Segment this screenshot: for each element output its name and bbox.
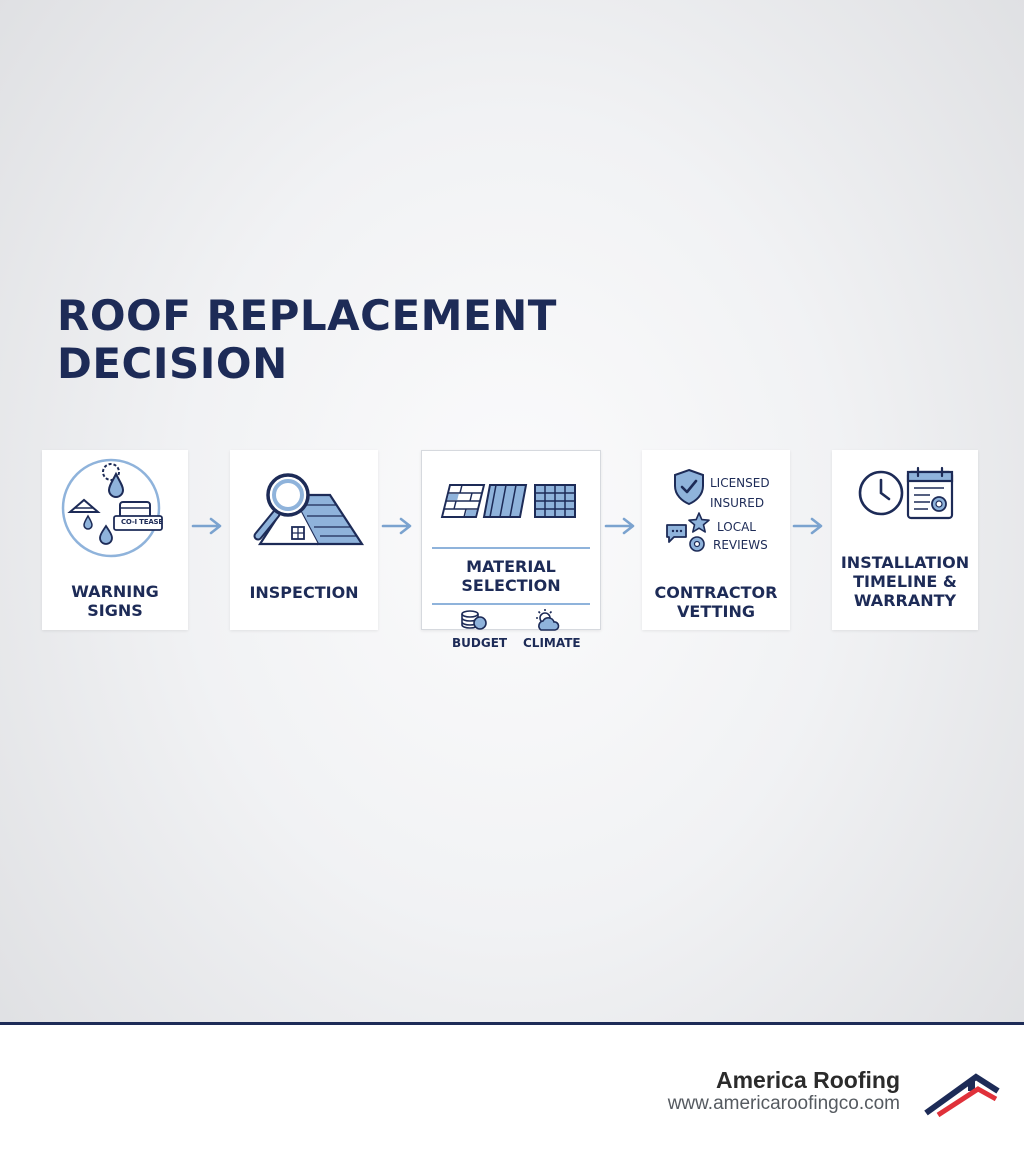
step-card-inspection: INSPECTION [230,450,378,630]
sub-label-budget: BUDGET [452,636,508,650]
sub-label-climate: CLIMATE [523,636,581,650]
step-card-material-selection: MATERIAL SELECTION [421,450,601,631]
clock-icon [858,470,904,516]
weather-icon [536,609,560,631]
warranty-certificate-icon [906,466,954,520]
check-reviews: REVIEWS [713,538,768,552]
star-icon [688,512,710,533]
coins-icon [461,610,487,630]
step-card-installation: INSTALLATION TIMELINE & WARRANTY [832,450,978,630]
divider [432,603,590,605]
warning-signs-icon [61,458,163,558]
page-title: ROOF REPLACEMENT DECISION [57,292,557,388]
check-insured: INSURED [710,496,765,510]
arrow-right-icon [792,517,823,535]
arrow-right-icon [191,517,222,535]
check-licensed: LICENSED [710,476,770,490]
title-line-2: DECISION [57,339,288,388]
shield-check-icon [674,468,704,506]
magnifier-roof-icon [253,473,365,546]
arrow-right-icon [604,517,635,535]
chat-bubble-icon [666,524,687,543]
brand-name: America Roofing [715,1067,900,1093]
step-card-contractor-vetting: LICENSED INSURED LOCAL REVIEWS CONTRACTO… [642,450,790,630]
step-card-warning-signs: CO-I TEASE WARNING SIGNS [42,450,188,630]
roof-logo-icon [924,1073,1000,1118]
step-label-warning-signs: WARNING SIGNS [71,582,159,620]
brand-url: www.americaroofingco.com [667,1093,900,1114]
step-label-installation: INSTALLATION TIMELINE & WARRANTY [840,553,970,610]
arrow-right-icon [381,517,412,535]
divider [432,547,590,549]
warning-tag-text: CO-I TEASE [121,518,163,526]
step-label-material-selection: MATERIAL SELECTION [461,557,561,595]
location-pin-icon [689,536,705,552]
footer: America Roofing www.americaroofingco.com [0,1022,1024,1154]
step-label-inspection: INSPECTION [249,583,359,602]
title-line-1: ROOF REPLACEMENT [57,291,557,340]
roofing-materials-icon [440,484,576,518]
step-label-contractor-vetting: CONTRACTOR VETTING [654,583,778,621]
check-local: LOCAL [717,520,756,534]
